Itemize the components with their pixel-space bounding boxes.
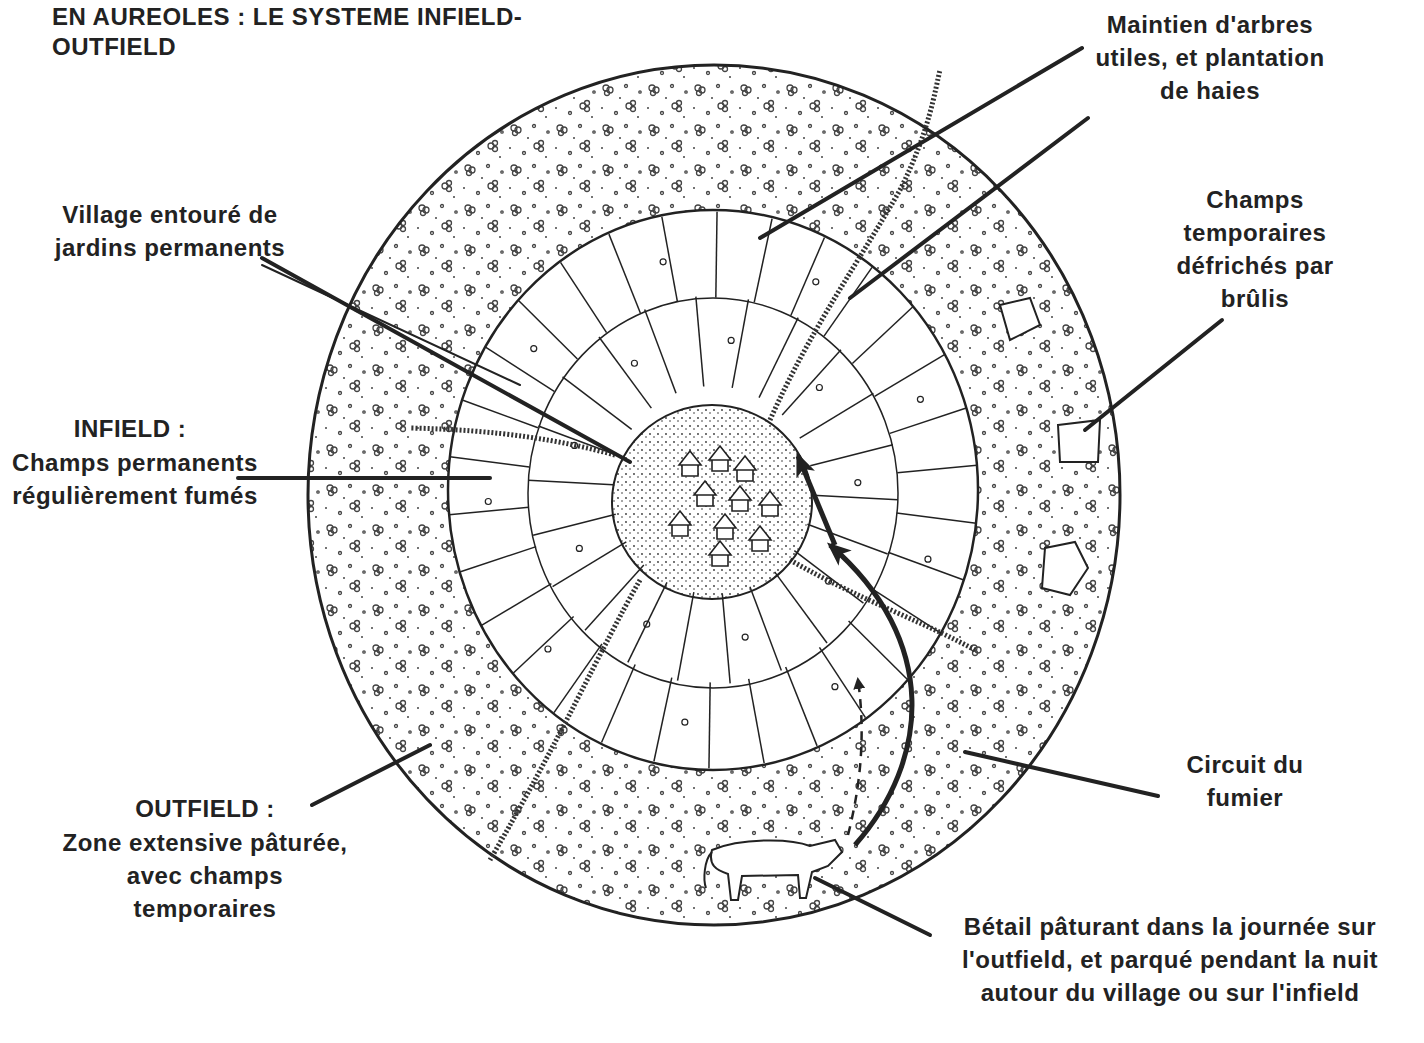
callout-text: Zone extensive pâturée, avec champs temp…	[60, 826, 350, 925]
diagram-title: EN AUREOLES : LE SYSTEME INFIELD-OUTFIEL…	[52, 2, 612, 62]
village	[612, 405, 812, 599]
callout-text: Champs permanents régulièrement fumés	[10, 446, 260, 512]
night-return	[848, 680, 862, 835]
leader-lines	[238, 48, 1222, 935]
infield-ring	[448, 210, 978, 770]
outfield-ring	[308, 65, 1120, 925]
field-boundaries	[449, 212, 977, 768]
zone-heading: INFIELD :	[20, 412, 240, 445]
cow	[704, 840, 842, 900]
callout-text: Circuit du fumier	[1150, 748, 1340, 814]
callout-text: Maintien d'arbres utiles, et plantation …	[1085, 8, 1335, 107]
callout-text: Bétail pâturant dans la journée sur l'ou…	[920, 910, 1420, 1009]
callout-text: Village entouré de jardins permanents	[40, 198, 300, 264]
temporary-fields	[1000, 298, 1100, 595]
zone-heading: OUTFIELD :	[60, 792, 350, 825]
huts	[669, 446, 781, 566]
hedges	[410, 70, 975, 860]
manure-circuit	[830, 545, 912, 845]
callout-text: Champs temporaires défrichés par brûlis	[1150, 183, 1360, 315]
